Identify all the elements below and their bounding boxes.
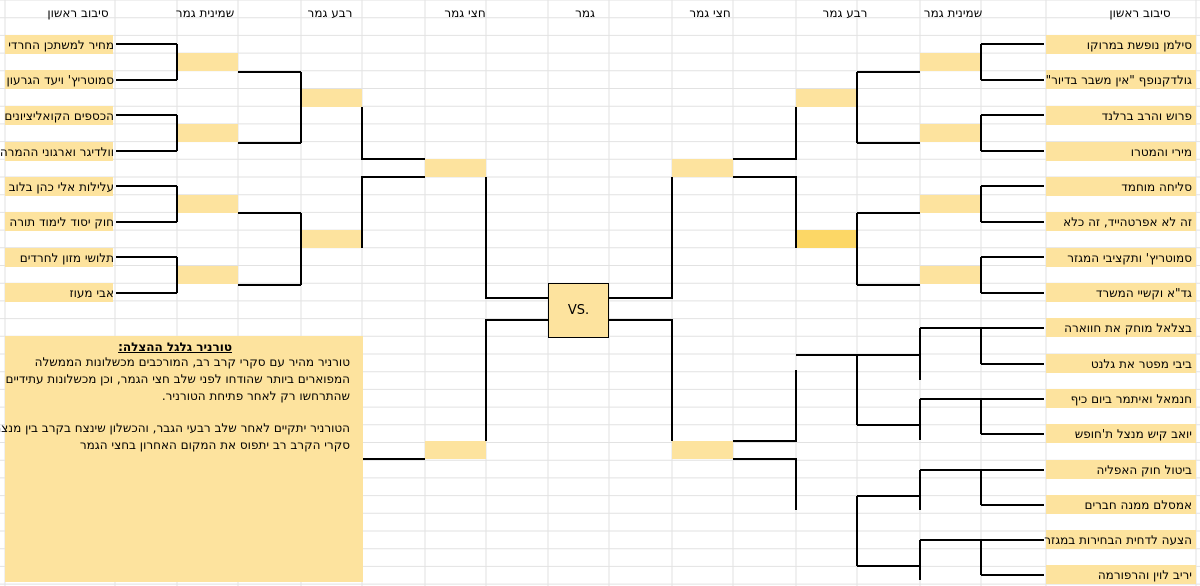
right-entry-12[interactable]: יואב קיש מנצל ת'חופש [1074,427,1192,441]
left-entry-7[interactable]: תלושי מזון לחרדים [19,251,114,265]
right-entry-11[interactable]: חנמאל ואיתמר ביום כיף [1070,392,1192,406]
note-line-5: הטורניר יתקיים לאחר שלב רבעי הגבר, והכשל… [0,421,350,435]
right-r16-slot-1[interactable] [920,53,981,71]
left-r16-slot-2[interactable] [177,124,238,142]
left-quarter-slot-2[interactable] [301,230,362,248]
right-entry-10[interactable]: ביבי מפטר את גלנט [1090,357,1192,371]
header-final: גמר [575,6,595,20]
left-entry-2[interactable]: סמוטריץ' ויעד הגרעון [6,73,114,87]
final-vs-box[interactable]: VS. [548,283,609,338]
left-quarter-slot-1[interactable] [301,89,362,107]
header-left-quarter: רבע גמר [307,6,353,20]
right-entry-8[interactable]: גד"א וקשיי המשרד [1095,286,1192,300]
left-r16-slot-4[interactable] [177,266,238,284]
right-entry-16[interactable]: יריב לוין והרפורמה [1097,568,1192,582]
rescue-tournament-note [5,336,363,582]
right-entry-13[interactable]: ביטול חוק האפליה [1096,463,1192,477]
right-entry-5[interactable]: סליחה מוחמד [1121,180,1192,194]
note-line-3: שהתרחשו רק לאחר פתיחת הטורניר. [161,389,350,403]
left-entry-3[interactable]: הכספים הקואליציונים [4,109,114,123]
right-entry-2[interactable]: גולדקנופף "אין משבר בדיור" [1045,73,1192,87]
left-r16-slot-1[interactable] [177,53,238,71]
header-right-semi: חצי גמר [689,6,731,20]
note-line-2: המפוארים ביותר שהודחו לפני שלב חצי הגמר,… [5,372,350,386]
left-entry-5[interactable]: עלילות אלי כהן בלוב [8,180,114,194]
right-entry-9[interactable]: בצלאל מוחק את חווארה [1064,321,1192,335]
right-semi-slot-2[interactable] [672,441,733,459]
header-right-quarter: רבע גמר [822,6,868,20]
right-semi-slot-1[interactable] [672,159,733,177]
left-r16-slot-3[interactable] [177,195,238,213]
right-r16-slot-2[interactable] [920,124,981,142]
right-quarter-slot-2[interactable] [796,230,857,248]
right-entry-1[interactable]: סילמן נופשת במרוקו [1086,38,1192,52]
left-entry-1[interactable]: מחיר למשתכן החרדי [8,38,114,52]
header-left-semi: חצי גמר [444,6,486,20]
left-semi-slot-1[interactable] [425,159,486,177]
header-left-round1: סיבוב ראשון [47,6,109,20]
right-entry-3[interactable]: פרוש והרב ברלנד [1101,109,1192,123]
header-left-round16: שמינית גמר [175,6,235,20]
right-entry-6[interactable]: זה לא אפרטהייד, זה כלא [1063,215,1192,229]
left-semi-slot-2[interactable] [425,441,486,459]
header-right-round1: סיבוב ראשון [1109,6,1171,20]
right-quarter-slot-1[interactable] [796,89,857,107]
right-r16-slot-3[interactable] [920,195,981,213]
note-title: טורניר גלגל ההצלה: [118,340,232,354]
left-entry-8[interactable]: אבי מעוז [69,286,114,300]
note-line-6: סקרי הקרב רב יתפוס את המקום האחרון בחצי … [79,438,350,452]
note-line-1: טורניר מהיר עם סקרי קרב רב, המורכבים מכש… [34,355,350,369]
right-entry-15[interactable]: הצעה לדחית הבחירות במגזר [1044,533,1192,547]
right-entry-14[interactable]: אמסלם ממנה חברים [1084,498,1192,512]
header-right-round16: שמינית גמר [923,6,983,20]
left-entry-4[interactable]: וולדיגר וארגוני ההמרה [0,145,114,159]
left-entry-6[interactable]: חוק יסוד לימוד תורה [9,215,114,229]
right-entry-7[interactable]: סמוטריץ' ותקציבי המגזר [1067,251,1192,265]
right-r16-slot-4[interactable] [920,266,981,284]
right-entry-4[interactable]: מירי והמטרו [1130,145,1192,159]
